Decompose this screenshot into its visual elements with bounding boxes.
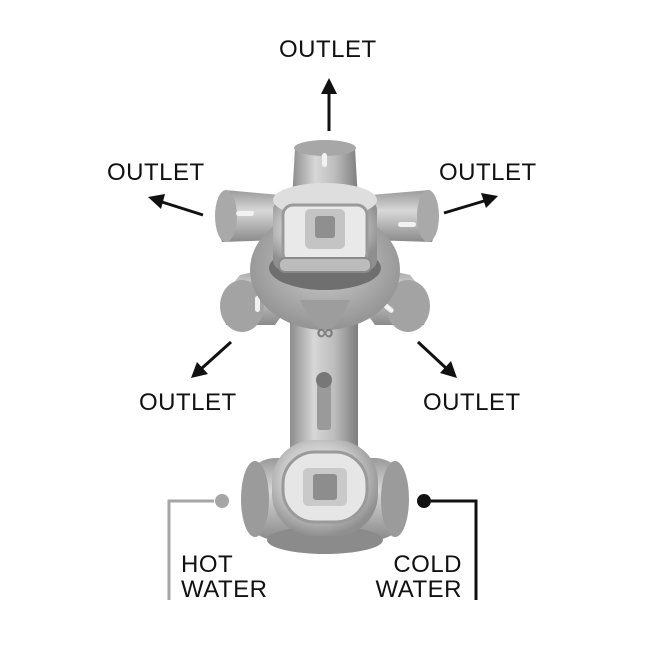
outlet-port-upper-right [370, 190, 439, 242]
hot-water-label-line2: WATER [181, 576, 268, 603]
arrow-lower-left [191, 340, 233, 378]
arrow-top [321, 78, 337, 131]
arrow-upper-right [443, 193, 498, 215]
outlet-label-upper-right: OUTLET [439, 159, 537, 186]
cold-water-label-line2: WATER [375, 576, 462, 603]
outlet-port-upper-left [215, 190, 280, 242]
hot-water-label-line1: HOT [181, 551, 234, 578]
arrow-lower-right [416, 340, 457, 378]
arrow-upper-left [148, 194, 204, 217]
svg-text:∞: ∞ [316, 319, 333, 346]
hot-water-label: HOT WATER [181, 552, 268, 602]
outlet-label-lower-left: OUTLET [139, 389, 237, 416]
cold-water-label: COLD WATER [372, 552, 462, 602]
outlet-label-upper-left: OUTLET [107, 159, 205, 186]
cold-water-indicator [417, 494, 478, 600]
cold-water-label-line1: COLD [393, 551, 462, 578]
outlet-label-top: OUTLET [279, 36, 377, 63]
outlet-label-lower-right: OUTLET [423, 389, 521, 416]
lower-valve-cap [272, 440, 378, 536]
upper-valve-cap [269, 183, 381, 290]
hot-water-indicator [167, 494, 229, 600]
